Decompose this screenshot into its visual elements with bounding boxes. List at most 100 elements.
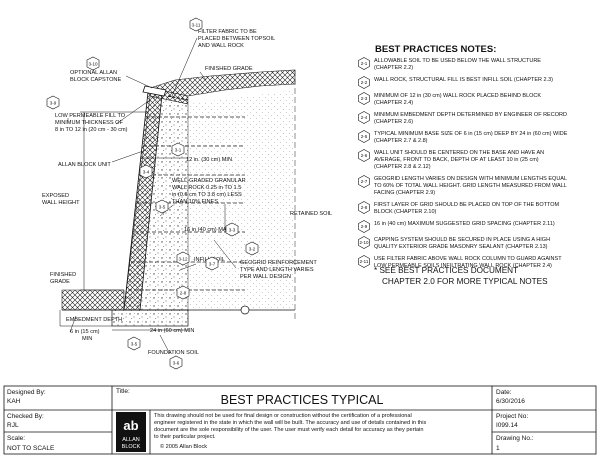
callout-3-7: 3-7: [205, 256, 219, 271]
callout-3-11: 3-11: [189, 17, 203, 32]
drawing-no-label: Drawing No.:: [496, 435, 534, 442]
see-more-note: * SEE BEST PRACTICES DOCUMENT CHAPTER 2.…: [374, 266, 548, 286]
svg-text:2-8: 2-8: [180, 291, 187, 296]
label-geogrid: GEOGRID REINFORCEMENT TYPE AND LENGTH VA…: [240, 260, 318, 280]
callout-3-3: 3-3: [225, 222, 239, 237]
note-code: 2-3: [361, 96, 368, 101]
disclaimer-text: This drawing should not be used for fina…: [154, 413, 428, 440]
note-item: 2-11 USE FILTER FABRIC ABOVE WALL ROCK CO…: [358, 255, 562, 269]
project-value: I099.14: [496, 422, 518, 429]
checked-by-value: RJL: [7, 422, 19, 429]
note-text: TYPICAL MINIMUM BASE SIZE OF 6 in (15 cm…: [374, 131, 568, 144]
note-hexagon: [358, 175, 370, 188]
label-retained-soil: RETAINED SOIL: [290, 211, 332, 217]
note-text: MINIMUM OF 12 in (30 cm) WALL ROCK PLACE…: [374, 93, 541, 106]
diagram-callouts: 3-11 3-10 3-9 3-1 3-4 3-5 3-3 3-12 3-7 3…: [46, 17, 259, 370]
svg-text:ab: ab: [123, 418, 138, 433]
callout-3-1: 3-1: [171, 142, 185, 157]
svg-text:3-1: 3-1: [175, 148, 182, 153]
note-item: 2-3 MINIMUM OF 12 in (30 cm) WALL ROCK PL…: [358, 92, 541, 106]
svg-text:3-3: 3-3: [229, 228, 236, 233]
svg-text:3-9: 3-9: [50, 101, 57, 106]
scale-label: Scale:: [7, 435, 25, 442]
note-code: 2-7: [361, 179, 368, 184]
note-code: 2-6: [361, 153, 368, 158]
svg-text:3-2: 3-2: [249, 247, 256, 252]
date-value: 6/30/2016: [496, 398, 525, 405]
callout-3-12: 3-12: [176, 251, 190, 266]
note-hexagon: [358, 76, 370, 89]
note-code: 2-11: [360, 259, 369, 264]
svg-text:BLOCK: BLOCK: [122, 444, 141, 450]
note-item: 2-6 WALL UNIT SHOULD BE CENTERED ON THE B…: [358, 149, 544, 170]
svg-text:3-5: 3-5: [131, 342, 138, 347]
note-hexagon: [358, 111, 370, 124]
note-hexagon: [358, 236, 370, 249]
label-filter-fabric: FILTER FABRIC TO BE PLACED BETWEEN TOPSO…: [198, 29, 277, 49]
svg-text:3-5: 3-5: [159, 205, 166, 210]
svg-text:3-7: 3-7: [209, 262, 216, 267]
note-text: WALL ROCK, STRUCTURAL FILL IS BEST INFIL…: [374, 77, 553, 83]
label-granular-rock: WELL-GRADED GRANULAR WALL ROCK 0.25 in T…: [172, 178, 247, 205]
callout-3-10: 3-10: [86, 56, 100, 71]
note-hexagon: [358, 57, 370, 70]
note-hexagon: [358, 130, 370, 143]
note-code: 2-1: [361, 61, 368, 66]
copyright-text: © 2005 Allan Block: [160, 443, 207, 450]
note-item: 2-4 MINIMUM EMBEDMENT DEPTH DETERMINED BY…: [358, 111, 567, 125]
note-text: USE FILTER FABRIC ABOVE WALL ROCK COLUMN…: [374, 256, 562, 269]
label-foundation-soil: FOUNDATION SOIL: [148, 350, 199, 356]
checked-by-label: Checked By:: [7, 413, 44, 420]
top-grade-soil: [148, 69, 296, 97]
svg-text:ALLAN: ALLAN: [122, 437, 139, 443]
callout-3-2: 3-2: [245, 241, 259, 256]
label-allan-block-unit: ALLAN BLOCK UNIT: [58, 162, 111, 168]
designed-by-label: Designed By:: [7, 389, 46, 396]
callout-3-4: 3-4: [139, 164, 153, 179]
callout-3-8: 2-8: [176, 285, 190, 300]
filter-fabric-line: [167, 95, 189, 101]
note-text: WALL UNIT SHOULD BE CENTERED ON THE BASE…: [374, 150, 544, 170]
notes-title: BEST PRACTICES NOTES:: [375, 44, 496, 55]
note-text: GEOGRID LENGTH VARIES ON DESIGN WITH MIN…: [374, 176, 567, 196]
label-16in-max: 16 in (40 cm) MAX: [184, 227, 231, 233]
allan-block-logo: ab ALLAN BLOCK: [116, 412, 146, 452]
note-hexagon: [358, 92, 370, 105]
note-text: MINIMUM EMBEDMENT DEPTH DETERMINED BY EN…: [374, 112, 567, 125]
label-finished-grade-bottom: FINISHED GRADE: [50, 272, 78, 285]
scale-value: NOT TO SCALE: [7, 445, 55, 452]
svg-text:3-4: 3-4: [143, 170, 150, 175]
front-grade-soil: [61, 289, 125, 311]
dimension-lines: [59, 111, 226, 331]
note-text: 16 in (40 cm) MAXIMUM SUGGESTED GRID SPA…: [374, 221, 555, 227]
label-6in-min: 6 in (15 cm) MIN: [70, 329, 101, 342]
drain-pipe: [240, 305, 250, 315]
note-hexagon: [358, 220, 370, 233]
note-item: 2-7 GEOGRID LENGTH VARIES ON DESIGN WITH …: [358, 175, 567, 196]
capstone: [142, 85, 167, 97]
drawing-title: BEST PRACTICES TYPICAL: [221, 393, 384, 407]
retained-soil-region: [188, 90, 295, 310]
tb-title-label: Title:: [116, 388, 130, 395]
callout-3-5b: 3-5: [127, 336, 141, 351]
note-hexagon: [358, 255, 370, 268]
note-hexagon: [358, 149, 370, 162]
label-24in-min: 24 in (60 cm) MIN: [150, 328, 194, 334]
title-block-frame: [3, 385, 597, 455]
label-optional-capstone: OPTIONAL ALLAN BLOCK CAPSTONE: [70, 70, 121, 83]
designed-by-value: KAH: [7, 398, 21, 405]
base-pad: [111, 309, 189, 327]
svg-text:3-6: 3-6: [173, 361, 180, 366]
note-code: 2-10: [359, 240, 369, 245]
note-code: 2-4: [361, 115, 368, 120]
callout-3-5: 3-5: [155, 199, 169, 214]
label-finished-grade-top: FINISHED GRADE: [205, 66, 253, 72]
callout-3-9: 3-9: [46, 95, 60, 110]
